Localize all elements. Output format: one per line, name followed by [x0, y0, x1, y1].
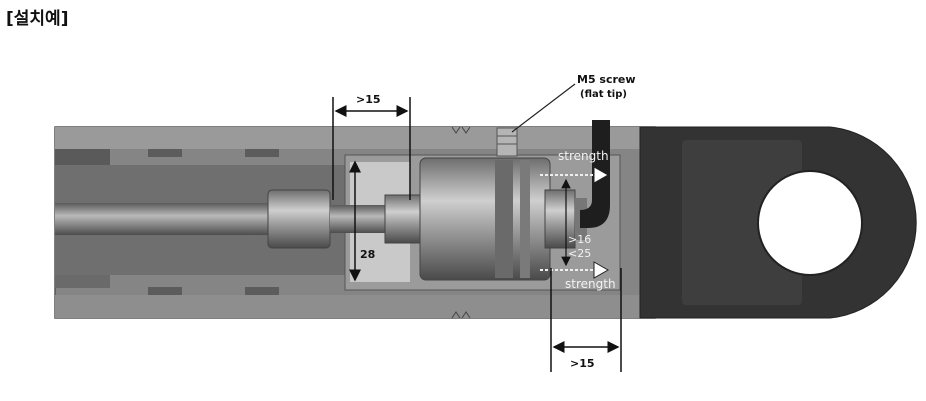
- screw-label: M5 screw: [577, 73, 636, 86]
- dimension-top: [332, 97, 411, 200]
- bore-dimension-label: 28: [360, 248, 375, 261]
- top-dimension-label: >15: [356, 93, 381, 106]
- dimension-bottom: [550, 268, 622, 372]
- range-max-label: <25: [568, 247, 591, 260]
- screw-leader-line: [511, 83, 576, 133]
- strength-arrowhead-top: [593, 166, 610, 184]
- rod-eye: [639, 126, 917, 319]
- rod-neck: [330, 205, 385, 233]
- rod-collar: [267, 189, 331, 249]
- piston-body: [384, 157, 587, 281]
- strength-arrowhead-bottom: [593, 261, 610, 279]
- strength-label-top: strength: [558, 149, 609, 163]
- m5-screw: [496, 127, 518, 157]
- strength-label-bottom: strength: [565, 277, 616, 291]
- range-min-label: >16: [568, 233, 591, 246]
- piston-rod: [55, 203, 275, 235]
- screw-label-sub: (flat tip): [580, 89, 627, 100]
- page-title: [설치예]: [6, 9, 69, 29]
- bottom-dimension-label: >15: [570, 357, 595, 370]
